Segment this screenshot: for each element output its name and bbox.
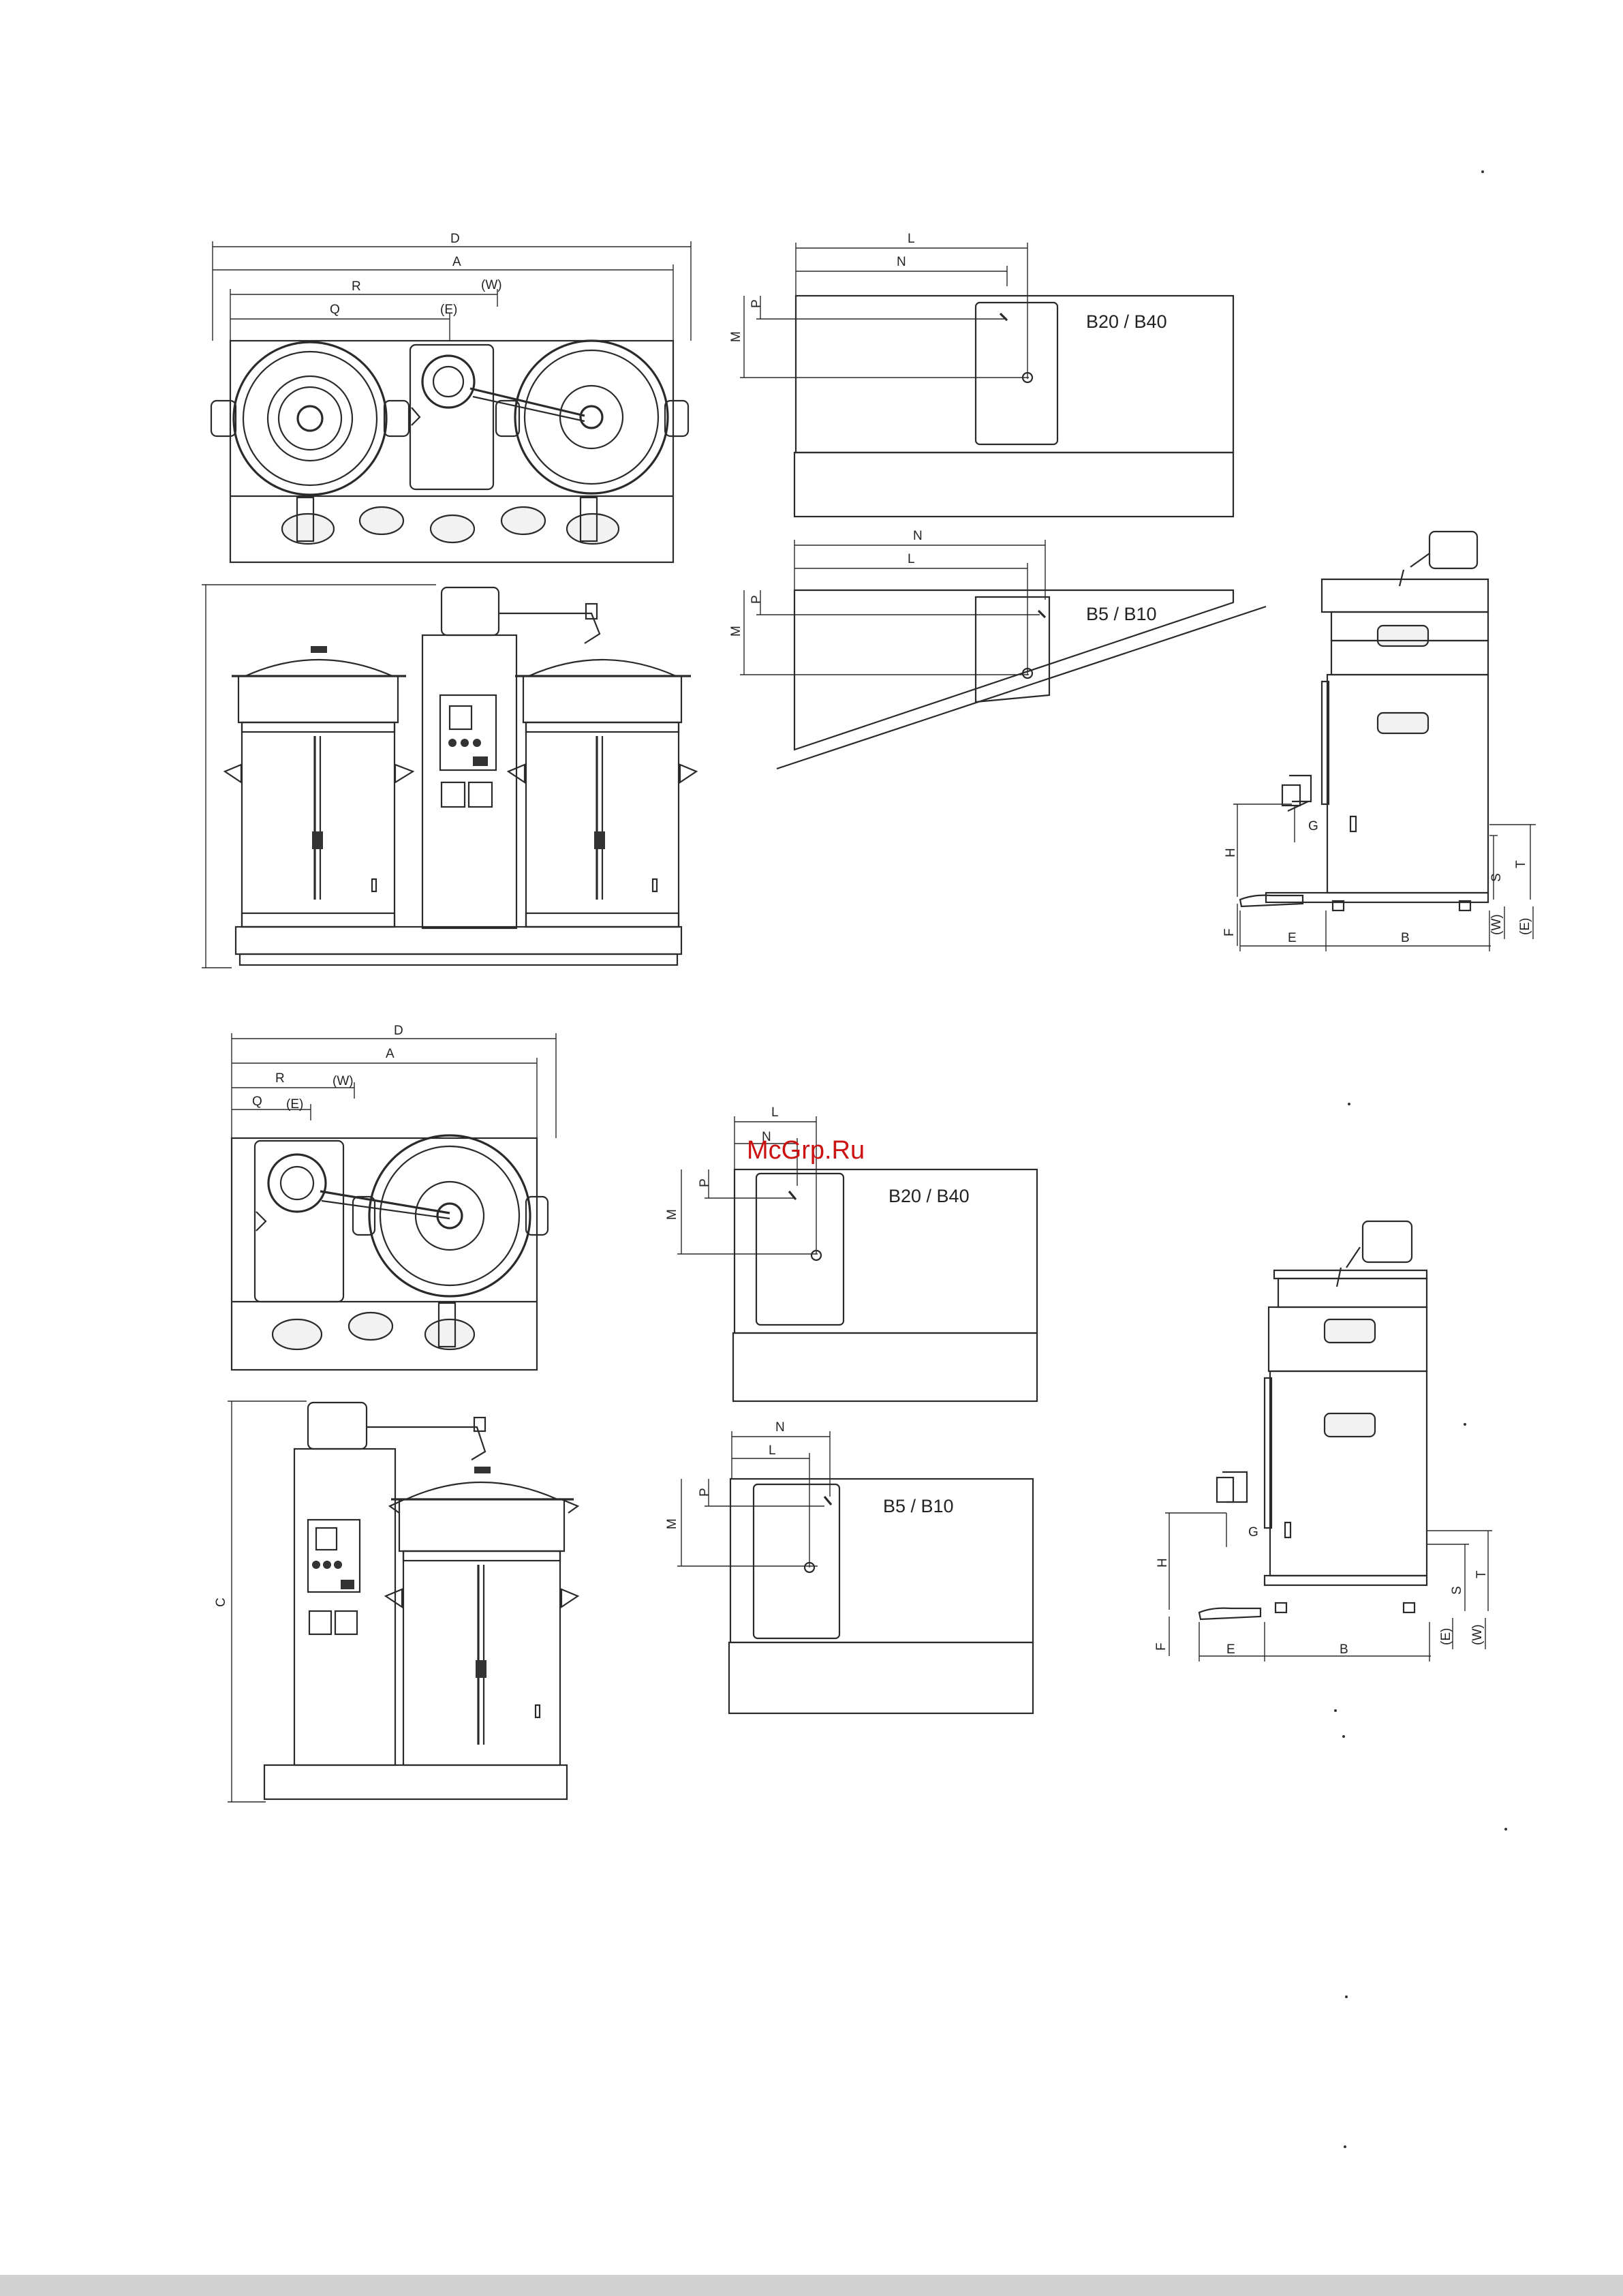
- model-label-b20-b40-bottom: B20 / B40: [888, 1186, 970, 1206]
- dim-label-l: L: [908, 552, 915, 566]
- bottom-side-view: H G F E B S T (E) (W): [1154, 1221, 1492, 1662]
- dim-label-n: N: [775, 1420, 785, 1435]
- dim-label-e: E: [1288, 931, 1297, 945]
- right-urn-body: [508, 660, 696, 927]
- dim-label-l: L: [908, 232, 915, 246]
- dim-label-l: L: [771, 1105, 779, 1120]
- right-urn-lid: [496, 341, 688, 493]
- dim-label-a: A: [452, 255, 461, 269]
- model-label-b5-b10-top: B5 / B10: [1086, 604, 1157, 624]
- dim-label-n: N: [897, 255, 906, 269]
- bottom-plan-view: D A R (W) Q (E): [232, 1024, 556, 1370]
- dim-label-h: H: [1156, 1558, 1170, 1567]
- top-plan-dimensions: D A R (W) Q (E): [213, 232, 691, 341]
- scan-specks: [1334, 170, 1507, 2148]
- dim-label-e-side: (E): [1518, 918, 1532, 935]
- dim-label-d: D: [450, 232, 460, 246]
- dim-label-s: S: [1450, 1586, 1464, 1595]
- top-install-plan-b20-b40: L N M P B20 / B40: [729, 232, 1233, 517]
- dim-label-m: M: [665, 1209, 679, 1220]
- watermark: McGrp.Ru: [747, 1136, 865, 1165]
- dim-label-f: F: [1222, 928, 1237, 936]
- dim-label-b: B: [1340, 1642, 1348, 1657]
- dim-label-e-side: (E): [1439, 1628, 1453, 1645]
- dim-label-g: G: [1248, 1525, 1258, 1540]
- dim-label-g: G: [1308, 819, 1318, 833]
- drip-tray-grilles: [282, 498, 619, 544]
- dim-label-t: T: [1514, 860, 1528, 868]
- dim-label-l: L: [769, 1443, 776, 1458]
- brewer-head: [255, 1141, 343, 1302]
- left-urn-body: [225, 646, 413, 927]
- dim-label-b: B: [1401, 931, 1410, 945]
- dim-label-n: N: [913, 529, 923, 543]
- dim-label-d: D: [394, 1024, 403, 1038]
- dim-label-w-side: (W): [1489, 914, 1504, 935]
- dim-label-e: (E): [286, 1097, 303, 1112]
- dim-label-m: M: [729, 331, 743, 342]
- model-label-b20-b40-top: B20 / B40: [1086, 311, 1167, 332]
- dim-label-h: H: [1224, 848, 1238, 857]
- dim-label-p: P: [698, 1488, 712, 1497]
- dim-label-m: M: [665, 1518, 679, 1529]
- dim-label-r: R: [275, 1071, 285, 1086]
- dim-label-q: Q: [330, 303, 340, 317]
- urn-body: [386, 1467, 578, 1765]
- centre-brewer-head: [410, 345, 493, 489]
- bottom-install-plan-b5-b10: N L M P B5 / B10: [665, 1420, 1033, 1713]
- dim-label-q: Q: [252, 1095, 262, 1109]
- central-brewer-column: [422, 587, 600, 928]
- dim-label-m: M: [729, 626, 743, 637]
- model-label-b5-b10-bottom: B5 / B10: [883, 1496, 954, 1516]
- dim-label-c: C: [214, 1597, 228, 1607]
- dim-label-e: (E): [440, 303, 457, 317]
- spray-arm: [470, 388, 585, 416]
- top-side-view: H G F E B S T (W) (E): [1222, 532, 1536, 951]
- dim-label-p: P: [698, 1178, 712, 1187]
- dim-label-r: R: [352, 279, 361, 294]
- dim-label-f: F: [1154, 1642, 1169, 1651]
- urn-lid: [353, 1135, 548, 1296]
- top-front-view: [202, 585, 696, 968]
- dim-label-w-side: (W): [1470, 1624, 1485, 1645]
- top-install-plan-b5-b10: N L M P B5 / B10: [729, 529, 1266, 769]
- drip-tray-grilles: [273, 1303, 474, 1349]
- scan-bottom-bar: [0, 2275, 1623, 2296]
- left-urn-lid: [211, 342, 409, 495]
- dim-label-p: P: [749, 595, 764, 604]
- dim-label-w: (W): [481, 278, 502, 292]
- dim-label-w: (W): [333, 1074, 354, 1088]
- brewer-column: [294, 1403, 485, 1765]
- dim-label-a: A: [386, 1047, 395, 1061]
- dim-label-p: P: [749, 299, 764, 308]
- bottom-front-view: C: [214, 1401, 578, 1802]
- dim-label-t: T: [1474, 1570, 1489, 1578]
- dim-label-e: E: [1226, 1642, 1235, 1657]
- top-plan-view: D A R (W) Q (E): [211, 232, 691, 562]
- dim-label-s: S: [1489, 873, 1504, 882]
